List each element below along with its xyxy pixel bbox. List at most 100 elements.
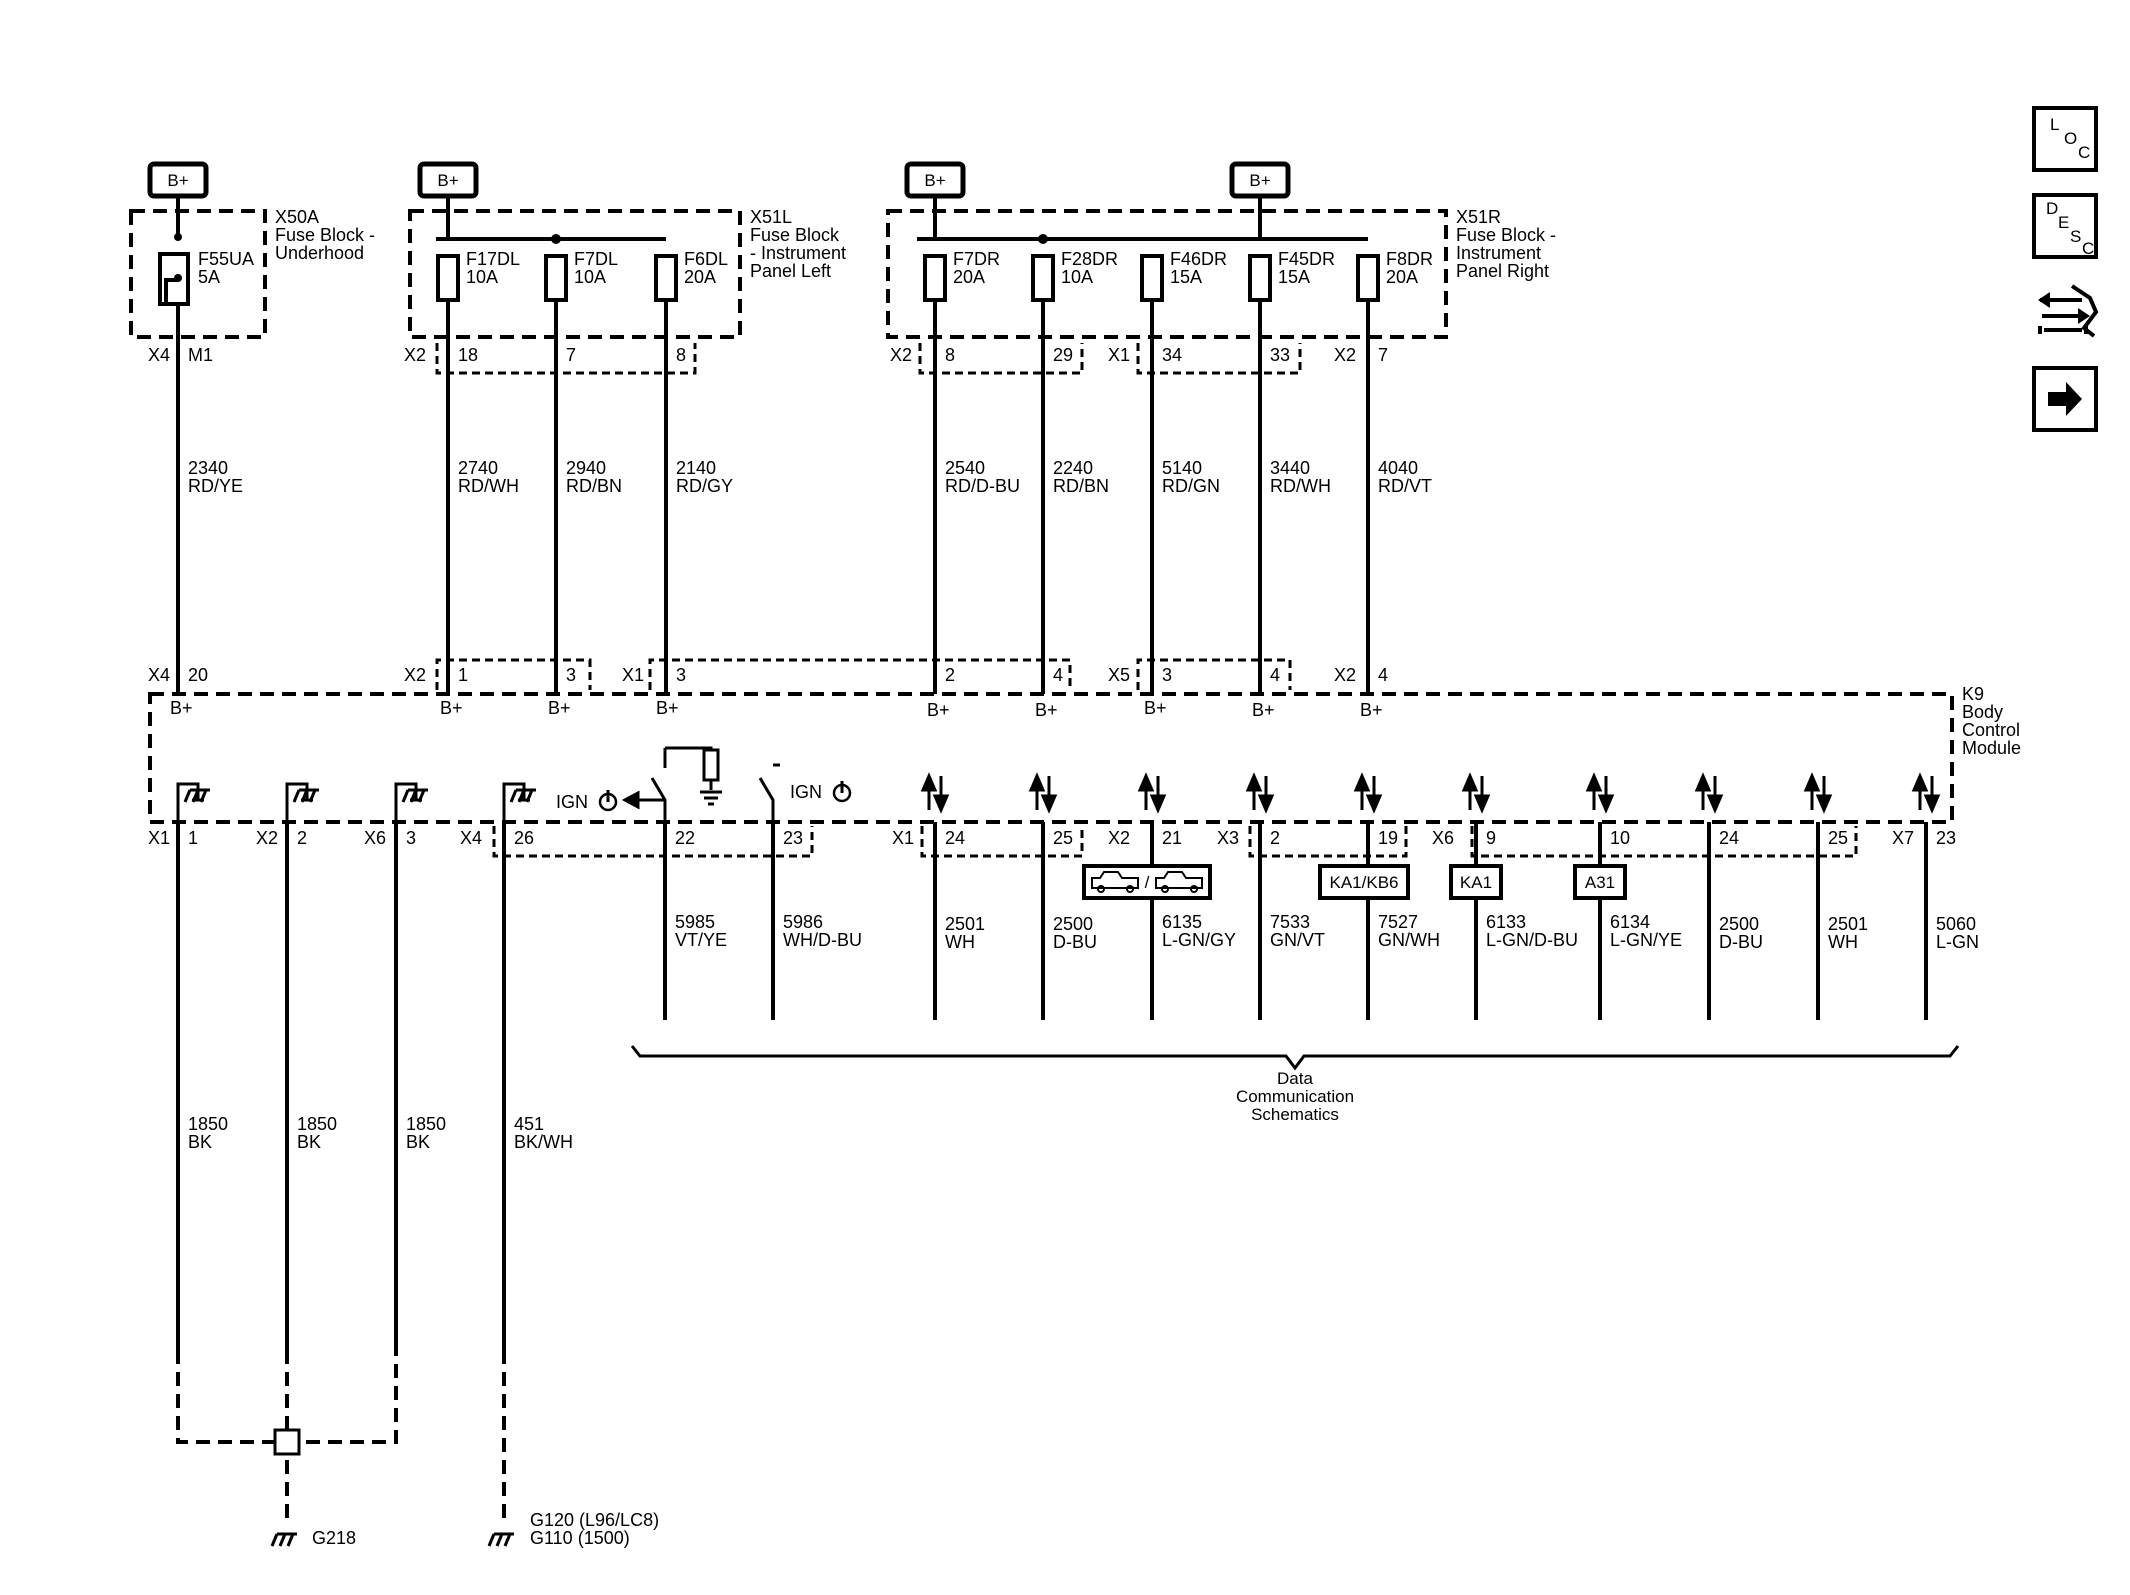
circuit-number: 2501 [1828,914,1868,934]
pin-number: 25 [1053,828,1073,848]
fuse-block-id: X50A [275,207,319,227]
circuit-number: 2501 [945,914,985,934]
fuse-block-id: X51R [1456,207,1501,227]
power-wire-labels: 2340 RD/YE 2740 RD/WH 2940 RD/BN 2140 RD… [188,458,1432,496]
bidirectional-data-arrow [1803,772,1833,814]
fuse-rating: 10A [574,267,606,287]
fuse-rating: 5A [198,267,220,287]
connector-repair-icon[interactable] [2034,280,2099,342]
bidirectional-data-arrow [920,772,950,814]
bidirectional-data-arrow [1585,772,1615,814]
pin-number: 7 [566,345,576,365]
pin-number: 24 [1719,828,1739,848]
wire-color: WH/D-BU [783,930,862,950]
pin-number: 34 [1162,345,1182,365]
wire-color: RD/GY [676,476,733,496]
ground-g120: G120 (L96/LC8) [530,1510,659,1530]
option-boxes: / KA1/KB6 KA1 A31 [1082,864,1627,900]
connector-id: X4 [148,665,170,685]
bidirectional-data-arrow [1137,772,1167,814]
body-control-module-outline [148,692,1954,824]
ign-label: IGN [556,792,588,812]
connector-id: X2 [1334,345,1356,365]
svg-text:KA1/KB6: KA1/KB6 [1330,873,1399,892]
pin-number: 3 [406,828,416,848]
fuse-block-name: Fuse Block - [275,225,375,245]
pin-number: 2 [297,828,307,848]
pin-number: 25 [1828,828,1848,848]
connector-id: X1 [892,828,914,848]
pin-number: 3 [1162,665,1172,685]
ka1kb6-option-box: KA1/KB6 [1318,864,1410,900]
loc-letter: O [2064,129,2077,148]
fuse-name: F6DL [684,249,728,269]
pin-number: 7 [1378,345,1388,365]
circuit-number: 2540 [945,458,985,478]
svg-text:B+: B+ [1249,171,1270,190]
wire-color: L-GN/D-BU [1486,930,1578,950]
pin-number: 9 [1486,828,1496,848]
fuse-block-name: Fuse Block - [1456,225,1556,245]
bplus-pin-label: B+ [548,698,571,718]
lower-connector-labels: X1 1 X2 2 X6 3 X4 26 22 23 X1 24 25 X2 2… [148,828,1956,848]
connector-id: X1 [1108,345,1130,365]
bplus-box: B+ [417,161,479,199]
bplus-box: B+ [1229,161,1291,199]
pin-number: 26 [514,828,534,848]
pin-number: 1 [188,828,198,848]
connector-id: X2 [1108,828,1130,848]
ground-point-labels: G218 G120 (L96/LC8) G110 (1500) [312,1510,659,1548]
pin-number: 8 [945,345,955,365]
fuse-block-name: Panel Right [1456,261,1549,281]
circuit-number: 2500 [1053,914,1093,934]
bidirectional-data-arrow [1245,772,1275,814]
connector-id: X3 [1217,828,1239,848]
svg-text:Data: Data [1277,1069,1313,1088]
connector-id: X5 [1108,665,1130,685]
desc-letter: S [2070,227,2081,246]
bplus-boxes: B+ B+ B+ B+ [147,161,1291,199]
option-separator: / [1145,873,1150,892]
wire-color: WH [1828,932,1858,952]
circuit-number: 2140 [676,458,716,478]
wire-color: L-GN/YE [1610,930,1682,950]
fuse-rating: 10A [466,267,498,287]
pin-number: 10 [1610,828,1630,848]
fuse-rating: 20A [953,267,985,287]
pin-number: 33 [1270,345,1290,365]
bidirectional-data-arrow [1461,772,1491,814]
wire-color: RD/WH [458,476,519,496]
wire-color: RD/WH [1270,476,1331,496]
connector-id: X7 [1892,828,1914,848]
ground-wire-labels: 1850 BK 1850 BK 1850 BK 451 BK/WH [188,1114,573,1152]
wiring-lines [158,195,1960,1456]
data-wire-labels: 5985 VT/YE 5986 WH/D-BU 2501 WH 2500 D-B… [675,912,1979,952]
connector-id: X2 [1334,665,1356,685]
svg-text:Communication: Communication [1236,1087,1354,1106]
next-page-button[interactable] [2032,366,2098,432]
pin-number: 22 [675,828,695,848]
wire-color: RD/D-BU [945,476,1020,496]
circuit-number: 1850 [406,1114,446,1134]
svg-text:B+: B+ [167,171,188,190]
fuse-block-labels: X50A Fuse Block - Underhood X51L Fuse Bl… [275,207,1556,281]
fuse-name: F28DR [1061,249,1118,269]
fuse-name: F17DL [466,249,520,269]
connector-id: X4 [460,828,482,848]
circuit-number: 5986 [783,912,823,932]
module-id: K9 [1962,684,1984,704]
module-name: Module [1962,738,2021,758]
bplus-pin-label: B+ [440,698,463,718]
loc-letter: C [2078,143,2090,162]
circuit-number: 5060 [1936,914,1976,934]
bplus-pin-label: B+ [1360,700,1383,720]
loc-button[interactable]: L O C [2032,106,2098,172]
desc-button[interactable]: D E S C [2032,193,2098,259]
ground-symbols [270,1532,516,1548]
circuit-number: 6133 [1486,912,1526,932]
fuse-block-x51l-outline [408,209,742,339]
pin-number: 4 [1270,665,1280,685]
circuit-number: 2240 [1053,458,1093,478]
pin-number: 2 [1270,828,1280,848]
